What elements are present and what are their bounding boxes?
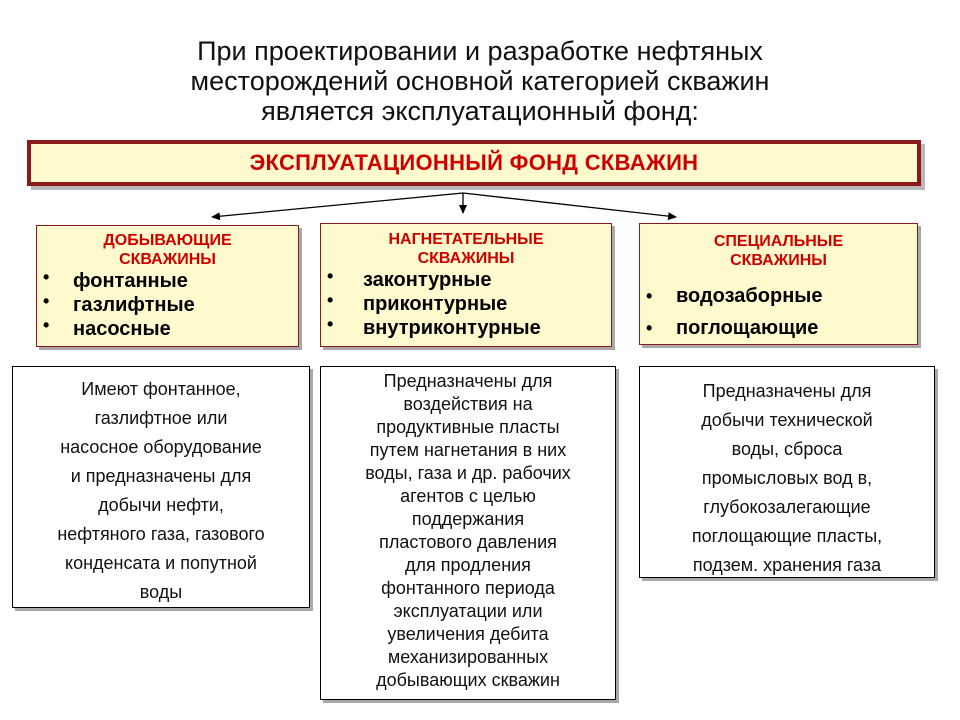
bullet-icon: • xyxy=(43,315,50,335)
root-node-box: ЭКСПЛУАТАЦИОННЫЙ ФОНД СКВАЖИН xyxy=(27,140,921,186)
bullet-icon: • xyxy=(43,291,50,311)
description-line: Имеют фонтанное, xyxy=(81,379,241,399)
list-item: • фонтанные xyxy=(37,267,298,293)
description-line: поглощающие пласты, xyxy=(691,526,883,546)
heading-line-3: является эксплуатационный фонд: xyxy=(261,96,699,126)
bullet-icon: • xyxy=(327,290,334,310)
category-title-line: НАГНЕТАТЕЛЬНЫЕ xyxy=(388,231,544,248)
list-item-label: внутриконтурные xyxy=(363,317,541,339)
description-line: конденсата и попутной xyxy=(65,553,257,573)
description-line: агентов с целью xyxy=(400,486,536,506)
category-item-list: • фонтанные • газлифтные • насосные xyxy=(37,267,298,341)
list-item-label: фонтанные xyxy=(73,270,188,292)
category-box-special: СПЕЦИАЛЬНЫЕ СКВАЖИНЫ • водозаборные • погл… xyxy=(639,223,918,345)
description-line: добывающих скважин xyxy=(376,670,560,690)
description-line: механизированных xyxy=(387,647,549,667)
category-title-line: СКВАЖИНЫ xyxy=(417,250,515,267)
bullet-icon: • xyxy=(646,318,653,338)
category-title-line: СПЕЦИАЛЬНЫЕ xyxy=(713,233,844,250)
category-box-injection: НАГНЕТАТЕЛЬНЫЕ СКВАЖИНЫ • законтурные • пр… xyxy=(320,223,612,347)
list-item-label: газлифтные xyxy=(73,294,195,316)
heading-line-1: При проектировании и разработке нефтяных xyxy=(197,36,763,66)
description-line: воды, газа и др. рабочих xyxy=(365,463,571,483)
description-line: путем нагнетания в них xyxy=(369,440,567,460)
description-line: пластового давления xyxy=(379,532,557,552)
description-line: увеличения дебита xyxy=(387,624,549,644)
list-item: • газлифтные xyxy=(37,291,298,317)
description-line: продуктивные пласты xyxy=(376,417,560,437)
description-box-special: Предназначены для добычи технической вод… xyxy=(639,366,935,578)
category-box-producing: ДОБЫВАЮЩИЕ СКВАЖИНЫ • фонтанные • газлифтн… xyxy=(36,225,299,347)
category-title-injection: НАГНЕТАТЕЛЬНЫЕ СКВАЖИНЫ xyxy=(321,230,611,268)
description-line: Предназначены для xyxy=(383,371,553,391)
arrow-to-producing xyxy=(211,192,464,221)
description-box-producing: Имеют фонтанное, газлифтное или насосное… xyxy=(12,366,310,608)
list-item: • насосные xyxy=(37,315,298,341)
list-item-label: поглощающие xyxy=(676,317,819,339)
description-line: насосное оборудование xyxy=(60,437,262,457)
description-line: для продления xyxy=(405,555,531,575)
description-line: промысловых вод в, xyxy=(701,468,873,488)
category-title-line: СКВАЖИНЫ xyxy=(119,251,216,268)
description-line: подзем. хранения газа xyxy=(692,555,882,575)
bullet-icon: • xyxy=(43,267,50,287)
list-item-label: законтурные xyxy=(363,269,492,291)
category-item-list: • законтурные • приконтурные • внутриконтур… xyxy=(321,266,611,340)
description-line: Предназначены для xyxy=(702,381,872,401)
list-item-label: приконтурные xyxy=(363,293,508,315)
description-line: газлифтное или xyxy=(94,408,228,428)
category-title-producing: ДОБЫВАЮЩИЕ СКВАЖИНЫ xyxy=(37,231,298,269)
root-node-title: ЭКСПЛУАТАЦИОННЫЙ ФОНД СКВАЖИН xyxy=(249,150,699,175)
list-item: • поглощающие xyxy=(640,312,917,344)
category-title-special: СПЕЦИАЛЬНЫЕ СКВАЖИНЫ xyxy=(640,232,917,270)
description-line: поддержания xyxy=(411,509,525,529)
description-line: воды xyxy=(139,582,183,602)
description-line: эксплуатации или xyxy=(393,601,543,621)
arrow-to-special xyxy=(462,192,677,221)
category-title-line: СКВАЖИНЫ xyxy=(730,252,827,269)
heading-line-2: месторождений основной категорией скважи… xyxy=(190,66,770,96)
bullet-icon: • xyxy=(327,314,334,334)
description-line: добычи нефти, xyxy=(98,495,224,515)
list-item-label: водозаборные xyxy=(676,285,823,307)
category-title-line: ДОБЫВАЮЩИЕ xyxy=(103,232,232,249)
description-line: воздействия на xyxy=(403,394,533,414)
description-line: фонтанного периода xyxy=(381,578,555,598)
list-item: • приконтурные xyxy=(321,290,611,316)
description-line: нефтяного газа, газового xyxy=(57,524,265,544)
description-box-injection: Предназначены для воздействия на продукт… xyxy=(320,366,616,700)
description-line: и предназначены для xyxy=(70,466,252,486)
list-item: • законтурные xyxy=(321,266,611,292)
list-item: • водозаборные xyxy=(640,280,917,312)
slide-heading: При проектировании и разработке нефтяных… xyxy=(60,36,900,126)
list-item: • внутриконтурные xyxy=(321,314,611,340)
description-line: добычи технической xyxy=(701,410,873,430)
description-line: воды, сброса xyxy=(731,439,843,459)
category-item-list: • водозаборные • поглощающие xyxy=(640,280,917,344)
bullet-icon: • xyxy=(646,286,653,306)
list-item-label: насосные xyxy=(73,318,171,340)
bullet-icon: • xyxy=(327,266,334,286)
description-line: глубокозалегающие xyxy=(703,497,871,517)
